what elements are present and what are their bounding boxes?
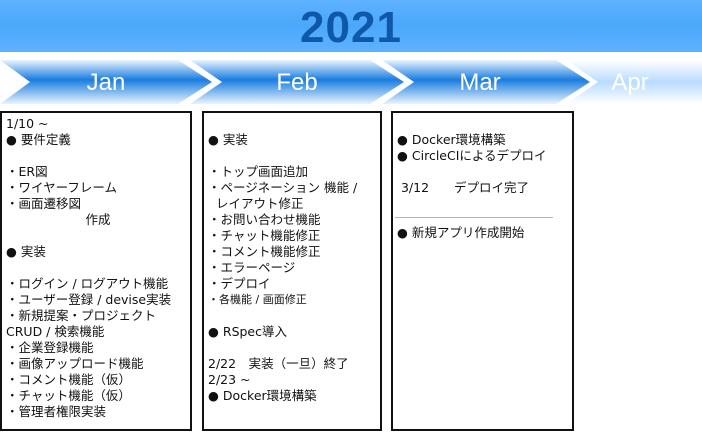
- jan-line-18: ・管理者権限実装: [6, 404, 107, 419]
- mar-task-list-after: ● 新規アプリ作成開始: [397, 225, 524, 241]
- jan-line-9: [6, 260, 171, 276]
- feb-line-17: ● Docker環境構築: [208, 388, 317, 403]
- month-arrows: [0, 60, 702, 104]
- jan-line-4: ・ワイヤーフレーム: [6, 180, 118, 195]
- feb-line-16: 2/23 ~: [208, 372, 251, 387]
- mar-task-list: ● Docker環境構築● CircleCIによるデプロイ 3/12 デプロイ完…: [397, 116, 547, 196]
- jan-line-2: [6, 148, 171, 164]
- month-label-feb: Feb: [276, 69, 318, 96]
- month-label-apr: Apr: [611, 69, 649, 96]
- mar_top-line-2: ● CircleCIによるデプロイ: [397, 148, 547, 163]
- feb-line-6: ・お問い合わせ機能: [208, 212, 321, 227]
- month-timeline: Jan Feb Mar Apr: [0, 60, 702, 104]
- month-arrow-apr: [566, 60, 702, 104]
- feb-line-4: ・ページネーション 機能 /: [208, 180, 358, 195]
- jan-line-10: ・ログイン / ログアウト機能: [6, 276, 169, 291]
- jan-line-8: ● 実装: [6, 244, 46, 259]
- feb-line-8: ・コメント機能修正: [208, 244, 321, 259]
- mar_top-line-1: ● Docker環境構築: [397, 132, 506, 147]
- feb-line-7: ・チャット機能修正: [208, 228, 321, 243]
- month-arrow-mar: [382, 60, 590, 104]
- feb-task-list: ● 実装 ・トップ画面追加・ページネーション 機能 / レイアウト修正・お問い合…: [208, 116, 357, 404]
- year-title: 2021: [300, 3, 402, 52]
- jan-line-6: 作成: [6, 212, 111, 227]
- jan-line-12: ・新規提案・プロジェクト: [6, 308, 157, 323]
- mar_bottom-line-0: ● 新規アプリ作成開始: [397, 225, 525, 240]
- feb-task-box: ● 実装 ・トップ画面追加・ページネーション 機能 / レイアウト修正・お問い合…: [202, 111, 382, 431]
- jan-line-15: ・画像アップロード機能: [6, 356, 144, 371]
- jan-line-17: ・チャット機能（仮）: [6, 388, 131, 403]
- feb-line-14: [208, 340, 357, 356]
- month-label-jan: Jan: [86, 69, 126, 96]
- jan-line-0: 1/10 ~: [6, 116, 49, 131]
- mar-task-box: ● Docker環境構築● CircleCIによるデプロイ 3/12 デプロイ完…: [391, 111, 574, 431]
- mar_top-line-3: [397, 164, 547, 180]
- jan-line-5: ・画面遷移図: [6, 196, 82, 211]
- feb-line-9: ・エラーページ: [208, 260, 296, 275]
- month-arrow-jan: [0, 60, 212, 104]
- jan-line-16: ・コメント機能（仮）: [6, 372, 132, 387]
- feb-line-2: [208, 148, 357, 164]
- feb-line-12: [208, 308, 357, 324]
- mar_top-line-0: [397, 116, 547, 132]
- month-label-mar: Mar: [459, 69, 501, 96]
- jan-task-list: 1/10 ~● 要件定義 ・ER図・ワイヤーフレーム・画面遷移図 作成 ● 実装…: [6, 116, 171, 420]
- feb-line-0: [208, 116, 357, 132]
- jan-line-1: ● 要件定義: [6, 132, 71, 147]
- feb-line-15: 2/22 実装（一旦）終了: [208, 356, 349, 371]
- month-arrow-feb: [190, 60, 404, 104]
- feb-line-5: レイアウト修正: [208, 196, 304, 211]
- feb-line-1: ● 実装: [208, 132, 248, 147]
- jan-line-3: ・ER図: [6, 164, 48, 179]
- jan-line-14: ・企業登録機能: [6, 340, 94, 355]
- year-banner: 2021: [0, 0, 702, 52]
- feb-line-3: ・トップ画面追加: [208, 164, 309, 179]
- feb-line-13: ● RSpec導入: [208, 324, 287, 339]
- jan-task-box: 1/10 ~● 要件定義 ・ER図・ワイヤーフレーム・画面遷移図 作成 ● 実装…: [0, 111, 192, 431]
- jan-line-11: ・ユーザー登録 / devise実装: [6, 292, 172, 307]
- mar_top-line-4: 3/12 デプロイ完了: [397, 180, 530, 195]
- mar-divider: [395, 217, 553, 218]
- feb-line-11: ・各機能 / 画面修正: [208, 293, 307, 306]
- jan-line-7: [6, 228, 171, 244]
- feb-line-10: ・デプロイ: [208, 276, 271, 291]
- jan-line-13: CRUD / 検索機能: [6, 324, 105, 339]
